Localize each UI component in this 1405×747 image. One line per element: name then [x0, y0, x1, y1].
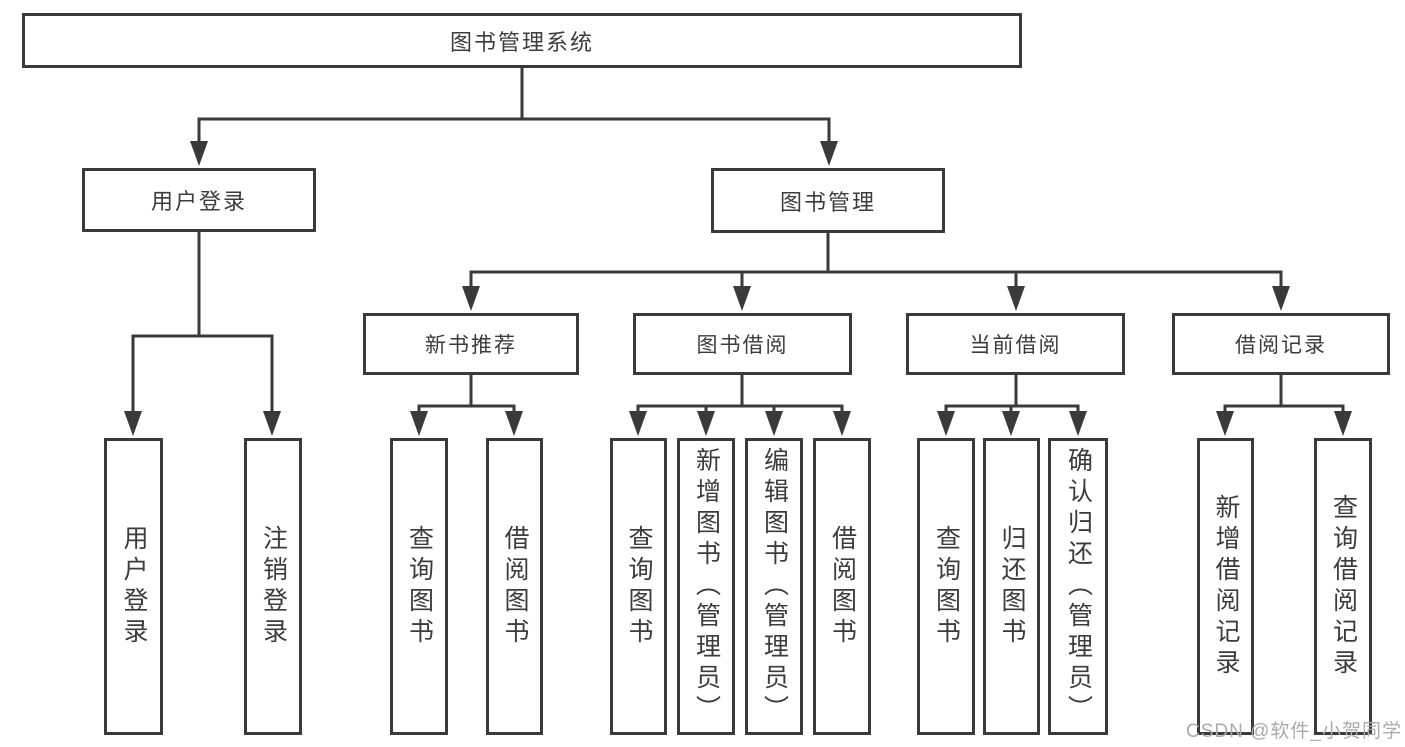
- leaf-label: 新增图书（管理员）: [692, 447, 721, 726]
- node-label: 新书推荐: [425, 334, 517, 357]
- leaf-edit-book-admin: 编辑图书（管理员）: [745, 438, 803, 735]
- node-label: 借阅记录: [1235, 334, 1327, 357]
- leaf-label: 编辑图书（管理员）: [760, 447, 789, 726]
- leaf-query-borrow-record: 查询借阅记录: [1314, 438, 1372, 735]
- leaf-add-borrow-record: 新增借阅记录: [1197, 438, 1254, 735]
- node-label: 当前借阅: [969, 334, 1062, 357]
- leaf-label: 用户登录: [120, 524, 148, 649]
- leaf-label: 查询借阅记录: [1329, 493, 1358, 680]
- leaf-logout: 注销登录: [244, 438, 302, 735]
- node-label: 图书管理: [779, 189, 876, 215]
- node-new-book-recommend: 新书推荐: [363, 313, 579, 375]
- leaf-label: 新增借阅记录: [1212, 493, 1240, 680]
- leaf-label: 查询图书: [932, 524, 961, 649]
- leaf-borrow-book: 借阅图书: [813, 438, 871, 735]
- node-current-borrow: 当前借阅: [906, 313, 1125, 375]
- node-user-login: 用户登录: [82, 168, 316, 232]
- leaf-add-book-admin: 新增图书（管理员）: [677, 438, 735, 735]
- leaf-confirm-return-admin: 确认归还（管理员）: [1048, 438, 1108, 735]
- csdn-watermark: CSDN @软件_小贺同学: [1186, 721, 1402, 742]
- node-label: 用户登录: [150, 189, 247, 214]
- leaf-return-book: 归还图书: [983, 438, 1040, 735]
- leaf-label: 查询图书: [625, 524, 653, 649]
- node-label: 图书借阅: [696, 334, 789, 357]
- leaf-query-book-recommend: 查询图书: [390, 438, 448, 735]
- leaf-label: 借阅图书: [501, 524, 529, 649]
- leaf-label: 注销登录: [259, 524, 288, 649]
- node-borrow-records: 借阅记录: [1172, 313, 1390, 375]
- leaf-label: 借阅图书: [828, 524, 857, 649]
- node-book-management: 图书管理: [711, 168, 945, 233]
- leaf-query-book-borrow: 查询图书: [610, 438, 667, 735]
- node-book-borrow: 图书借阅: [633, 313, 852, 375]
- leaf-user-login: 用户登录: [104, 438, 163, 735]
- leaf-query-book-current: 查询图书: [917, 438, 975, 735]
- node-label: 图书管理系统: [449, 29, 594, 55]
- leaf-label: 确认归还（管理员）: [1064, 447, 1093, 726]
- leaf-label: 归还图书: [998, 524, 1026, 649]
- leaf-label: 查询图书: [405, 524, 434, 649]
- leaf-borrow-book-recommend: 借阅图书: [486, 438, 543, 735]
- node-library-management-system: 图书管理系统: [22, 13, 1022, 68]
